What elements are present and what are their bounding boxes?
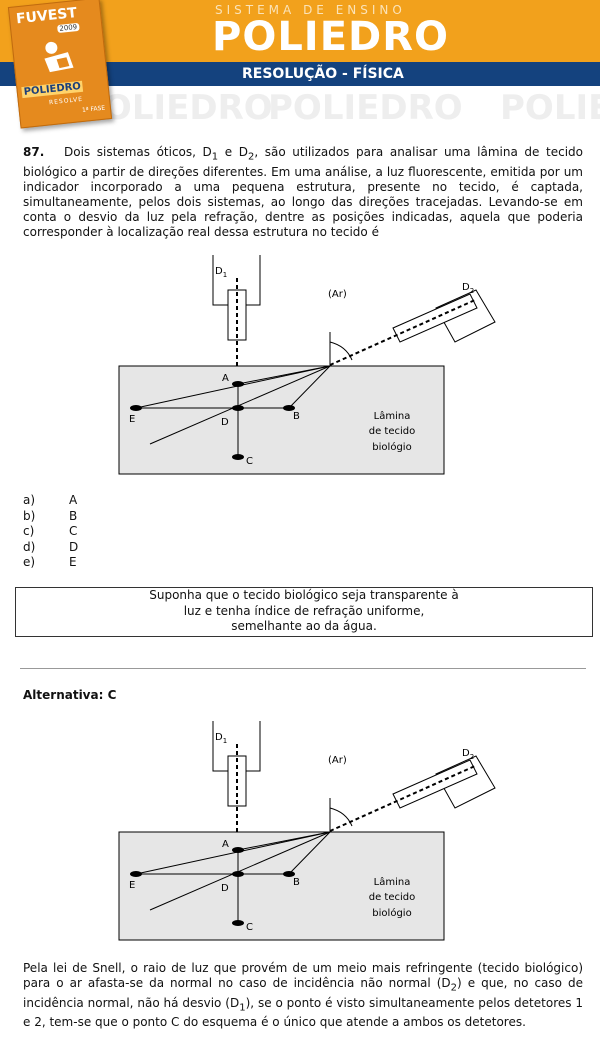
tissue-slab (118, 365, 445, 475)
question-text: 87. Dois sistemas óticos, D1 e D2, são u… (23, 145, 583, 240)
label-d: D (221, 883, 229, 894)
label-b: B (293, 411, 300, 422)
tissue-label: de tecido (369, 426, 416, 437)
tissue-label: de tecido (369, 892, 416, 903)
brand-logo-text: POLIEDRO (212, 14, 450, 60)
d1-label: D1 (215, 266, 227, 279)
watermark-text: POLIEDRO (268, 88, 463, 128)
tissue-label: Lâmina (374, 876, 411, 888)
d2-label: D2 (462, 282, 474, 295)
label-c: C (246, 922, 253, 933)
label-e: E (129, 880, 135, 891)
option-c: c)C (23, 524, 78, 539)
ray-lines (135, 365, 331, 457)
question-number: 87. (23, 145, 45, 159)
fuvest-book-logo: FUVEST 2009 POLIEDRO RESOLVE 1ª FASE (7, 0, 113, 129)
air-label: (Ar) (328, 289, 347, 300)
label-d: D (221, 417, 229, 428)
label-a: A (222, 839, 229, 850)
ray-lines (135, 831, 331, 923)
option-a: a)A (23, 493, 78, 507)
note-line: luz e tenha índice de refração uniforme, (183, 603, 425, 618)
reader-figure-icon (44, 41, 74, 73)
watermark-text: POLIEDRO (500, 88, 600, 128)
point-c (232, 920, 244, 926)
label-e: E (129, 414, 135, 425)
tissue-slab (118, 831, 445, 941)
label-a: A (222, 373, 229, 384)
point-e (130, 405, 142, 411)
tissue-label: biológio (372, 907, 411, 919)
book-phase: 1ª FASE (81, 104, 106, 114)
note-line: Suponha que o tecido biológico seja tran… (149, 588, 459, 602)
label-b: B (293, 877, 300, 888)
detector-d2: D2 (329, 748, 496, 832)
point-d (232, 871, 244, 877)
point-a (232, 847, 244, 853)
book-year: 2009 (57, 22, 80, 34)
answer-options: a)A b)B c)C d)D e)E (23, 493, 78, 571)
option-e: e)E (23, 555, 77, 570)
note-line: semelhante ao da água. (231, 619, 377, 633)
tissue-label: biológio (372, 441, 411, 453)
angle-arc (329, 807, 353, 827)
d1-label: D1 (215, 732, 227, 745)
detector-d1: D1 (212, 255, 261, 368)
point-e (130, 871, 142, 877)
point-b (283, 405, 295, 411)
book-brand: POLIEDRO (21, 80, 84, 99)
tissue-label: Lâmina (374, 410, 411, 422)
header-subtitle: SISTEMA DE ENSINO (215, 3, 406, 17)
option-d: d)D (23, 539, 79, 554)
explanation-text: Pela lei de Snell, o raio de luz que pro… (23, 961, 584, 1030)
refraction-diagram-question: D1 (Ar) D2 A E D B C Lâmina de tecido bi… (118, 255, 496, 475)
point-c (232, 454, 244, 460)
point-d (232, 405, 244, 411)
divider (20, 668, 586, 669)
option-b: b)B (23, 508, 78, 523)
point-a (232, 381, 244, 387)
d2-label: D2 (462, 748, 474, 761)
points (130, 381, 295, 460)
angle-arc (329, 341, 353, 361)
air-label: (Ar) (328, 755, 347, 766)
detector-d1: D1 (212, 721, 261, 834)
note-box: Suponha que o tecido biológico seja tran… (15, 587, 593, 637)
book-subtitle: RESOLVE (48, 95, 84, 107)
points (130, 847, 295, 926)
refraction-diagram-answer: D1 (Ar) D2 A E D B C Lâmina de tecido bi… (118, 721, 496, 941)
point-b (283, 871, 295, 877)
section-title: RESOLUÇÃO - FÍSICA (242, 66, 404, 82)
answer-label: Alternativa: C (23, 688, 117, 702)
label-c: C (246, 456, 253, 467)
detector-d2: D2 (329, 282, 496, 366)
